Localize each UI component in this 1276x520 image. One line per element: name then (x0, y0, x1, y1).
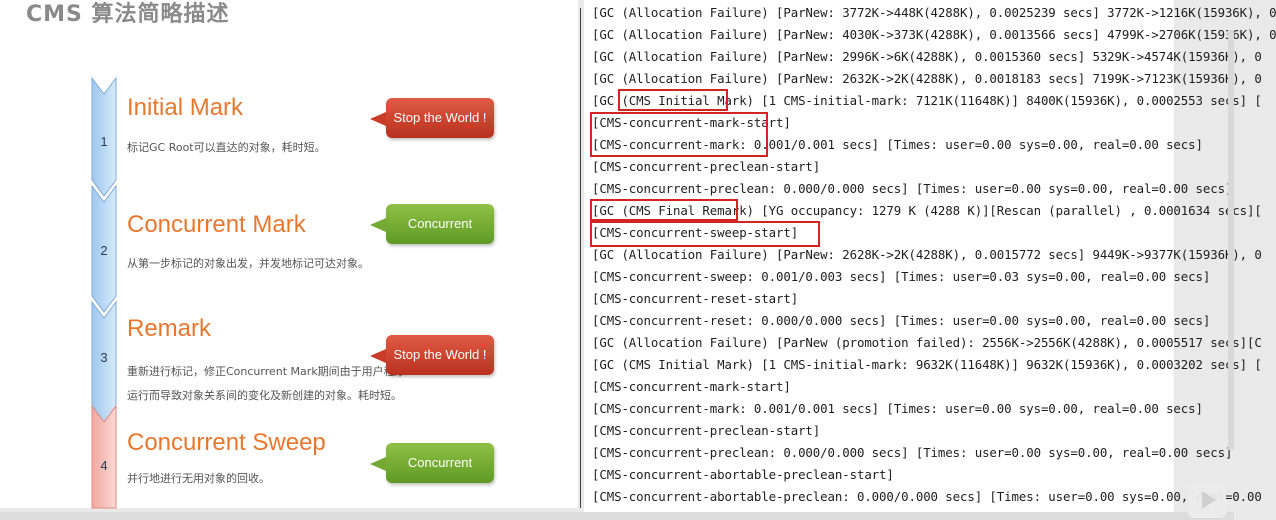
log-line: [CMS-concurrent-preclean: 0.000/0.000 se… (592, 181, 1233, 196)
step-description: 并行地进行无用对象的回收。 (127, 472, 270, 485)
log-line: [GC (Allocation Failure) [ParNew: 2996K-… (592, 49, 1262, 64)
log-line: [CMS-concurrent-preclean-start] (592, 159, 821, 174)
highlight-concurrent-sweep (590, 221, 820, 247)
log-line: [GC (Allocation Failure) [ParNew: 2628K-… (592, 247, 1262, 262)
log-line: [CMS-concurrent-sweep: 0.001/0.003 secs]… (592, 269, 1211, 284)
highlight-final-remark (590, 199, 738, 221)
highlight-concurrent-mark (590, 112, 768, 157)
log-line: [CMS-concurrent-sweep-start] (592, 225, 799, 240)
log-line: [CMS-concurrent-mark: 0.001/0.001 secs] … (592, 137, 1203, 152)
chevron-step-4 (91, 404, 117, 509)
panel-divider (580, 8, 581, 508)
log-line: [GC (Allocation Failure) [ParNew: 4030K-… (592, 27, 1276, 42)
step-description: 标记GC Root可以直达的对象，耗时短。 (127, 141, 326, 154)
step-title: Initial Mark (127, 94, 244, 121)
gc-log-console[interactable]: [GC (Allocation Failure) [ParNew: 3772K-… (584, 0, 1276, 512)
log-line: [CMS-concurrent-preclean: 0.000/0.000 se… (592, 445, 1233, 460)
log-line: [CMS-concurrent-reset-start] (592, 291, 799, 306)
log-line: [GC (Allocation Failure) [ParNew: 3772K-… (592, 5, 1276, 20)
log-line: [CMS-concurrent-mark-start] (592, 115, 791, 130)
step-number: 1 (100, 134, 108, 149)
step-description: 从第一步标记的对象出发，并发地标记可达对象。 (127, 257, 369, 270)
log-line: [GC (CMS Initial Mark) [1 CMS-initial-ma… (592, 357, 1262, 372)
process-arrow-chevrons (91, 76, 117, 509)
slide-title: CMS 算法简略描述 (26, 2, 230, 27)
chevron-step-1 (91, 76, 117, 197)
highlight-cms-initial-mark (618, 89, 728, 111)
stop-the-world-callout: Stop the World ! (370, 98, 494, 138)
step-number: 3 (100, 350, 108, 365)
log-line: [CMS-concurrent-mark-start] (592, 379, 791, 394)
log-line: [CMS-concurrent-mark: 0.001/0.001 secs] … (592, 401, 1203, 416)
step-number: 2 (100, 243, 108, 258)
slide-panel: CMS 算法简略描述 1 Initial Mark 标记GC Root可以直达的… (0, 0, 578, 509)
step-description: 重新进行标记，修正Concurrent Mark期间由于用户程序 (127, 365, 406, 378)
play-icon[interactable] (1188, 482, 1226, 518)
log-line: [CMS-concurrent-abortable-preclean: 0.00… (592, 489, 1262, 504)
log-line: [GC (Allocation Failure) [ParNew: 2632K-… (592, 71, 1262, 86)
log-line: [GC (Allocation Failure) [ParNew (promot… (592, 335, 1262, 350)
log-line: [CMS-concurrent-reset: 0.000/0.000 secs]… (592, 313, 1211, 328)
step-title: Concurrent Sweep (127, 429, 326, 456)
concurrent-callout: Concurrent (370, 204, 494, 244)
step-title: Concurrent Mark (127, 211, 306, 238)
step-description: 运行而导致对象关系间的变化及新创建的对象。耗时短。 (127, 389, 402, 402)
log-line: [CMS-concurrent-abortable-preclean-start… (592, 467, 894, 482)
step-title: Remark (127, 315, 212, 342)
concurrent-callout: Concurrent (370, 443, 494, 483)
scrollbar[interactable] (1228, 30, 1234, 450)
log-line: [GC (CMS Final Remark) [YG occupancy: 12… (592, 203, 1262, 218)
bottom-bar (0, 512, 1234, 520)
step-number: 4 (100, 458, 108, 473)
log-line: [CMS-concurrent-preclean-start] (592, 423, 821, 438)
stop-the-world-callout: Stop the World ! (370, 335, 494, 375)
chevron-step-2 (91, 184, 117, 313)
